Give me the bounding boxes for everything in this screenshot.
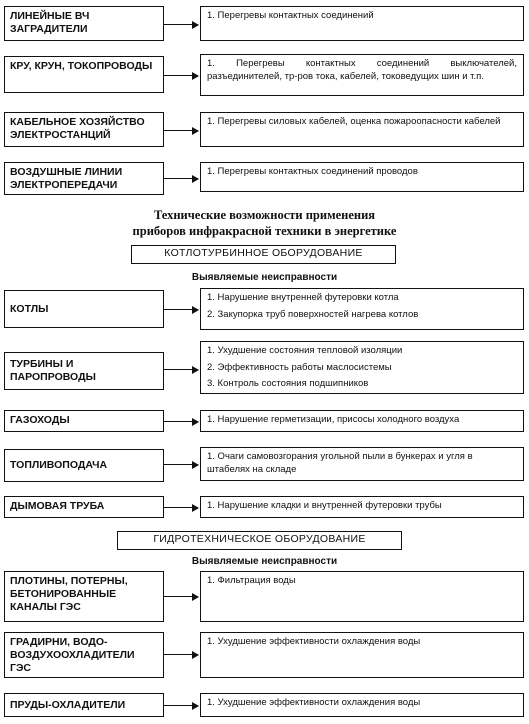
fault-item: 2. Эффективность работы маслосистемы [207, 361, 392, 373]
fault-box: 1. Перегревы контактных соединений прово… [200, 162, 524, 192]
arrow-icon [164, 650, 199, 659]
equipment-box: ДЫМОВАЯ ТРУБА [4, 496, 164, 518]
arrow-icon [164, 126, 199, 135]
fault-box: 1. Нарушение внутренней футеровки котла … [200, 288, 524, 330]
fault-item: 1. Ухудшение состояния тепловой изоляции [207, 345, 403, 356]
section-title-boiler: КОТЛОТУРБИННОЕ ОБОРУДОВАНИЕ [131, 245, 396, 264]
section-subtitle: Выявляемые неисправности [191, 556, 338, 567]
diagram-title-line-1: Технические возможности применения [153, 208, 376, 222]
diagram-title-line-2: приборов инфракрасной техники в энергети… [132, 224, 397, 238]
fault-item: 2. Закупорка труб поверхностей нагрева к… [207, 308, 419, 320]
equipment-box: КОТЛЫ [4, 290, 164, 328]
fault-item: 1. Перегревы контактных соединений выклю… [207, 58, 517, 82]
arrow-icon [164, 305, 199, 314]
equipment-box: ТОПЛИВОПОДАЧА [4, 449, 164, 482]
fault-box: 1. Перегревы контактных соединений [200, 6, 524, 41]
arrow-icon [164, 174, 199, 183]
arrow-icon [164, 592, 199, 601]
arrow-icon [164, 503, 199, 512]
equipment-box: ТУРБИНЫ И ПАРОПРОВОДЫ [4, 352, 164, 390]
fault-item: 1. Ухудшение эффективности охлаждения во… [207, 697, 421, 708]
fault-item: 1. Фильтрация воды [207, 575, 296, 586]
equipment-box: КАБЕЛЬНОЕ ХОЗЯЙСТВО ЭЛЕКТРОСТАНЦИЙ [4, 112, 164, 147]
fault-item: 3. Контроль состояния подшипников [207, 378, 369, 389]
arrow-icon [164, 71, 199, 80]
fault-box: 1. Ухудшение эффективности охлаждения во… [200, 693, 524, 717]
fault-item: 1. Ухудшение эффективности охлаждения во… [207, 636, 421, 647]
fault-box: 1. Очаги самовозгорания угольной пыли в … [200, 447, 524, 481]
fault-item: 1. Перегревы силовых кабелей, оценка пож… [207, 116, 501, 127]
fault-item: 1. Перегревы контактных соединений [207, 10, 374, 21]
equipment-box: ПРУДЫ-ОХЛАДИТЕЛИ [4, 693, 164, 717]
fault-box: 1. Фильтрация воды [200, 571, 524, 622]
equipment-box: ГРАДИРНИ, ВОДО-ВОЗДУХООХЛАДИТЕЛИ ГЭС [4, 632, 164, 678]
fault-box: 1. Нарушение герметизации, присосы холод… [200, 410, 524, 432]
equipment-box: ГАЗОХОДЫ [4, 410, 164, 432]
arrow-icon [164, 701, 199, 710]
equipment-box: ВОЗДУШНЫЕ ЛИНИИ ЭЛЕКТРОПЕРЕДАЧИ [4, 162, 164, 195]
arrow-icon [164, 365, 199, 374]
section-title-hydro: ГИДРОТЕХНИЧЕСКОЕ ОБОРУДОВАНИЕ [117, 531, 402, 550]
fault-item: 1. Очаги самовозгорания угольной пыли в … [207, 451, 473, 475]
equipment-box: ПЛОТИНЫ, ПОТЕРНЫ, БЕТОНИРОВАННЫЕ КАНАЛЫ … [4, 571, 164, 622]
fault-box: 1. Ухудшение состояния тепловой изоляции… [200, 341, 524, 394]
fault-box: 1. Ухудшение эффективности охлаждения во… [200, 632, 524, 678]
fault-item: 1. Нарушение кладки и внутренней футеров… [207, 500, 442, 511]
arrow-icon [164, 460, 199, 469]
fault-box: 1. Перегревы силовых кабелей, оценка пож… [200, 112, 524, 147]
arrow-icon [164, 20, 199, 29]
section-subtitle: Выявляемые неисправности [191, 272, 338, 283]
fault-item: 1. Нарушение внутренней футеровки котла [207, 292, 399, 303]
equipment-box: ЛИНЕЙНЫЕ ВЧ ЗАГРАДИТЕЛИ [4, 6, 164, 41]
arrow-icon [164, 417, 199, 426]
equipment-box: КРУ, КРУН, ТОКОПРОВОДЫ [4, 56, 164, 93]
fault-box: 1. Перегревы контактных соединений выклю… [200, 54, 524, 96]
fault-item: 1. Нарушение герметизации, присосы холод… [207, 414, 460, 425]
fault-item: 1. Перегревы контактных соединений прово… [207, 166, 418, 177]
fault-box: 1. Нарушение кладки и внутренней футеров… [200, 496, 524, 518]
